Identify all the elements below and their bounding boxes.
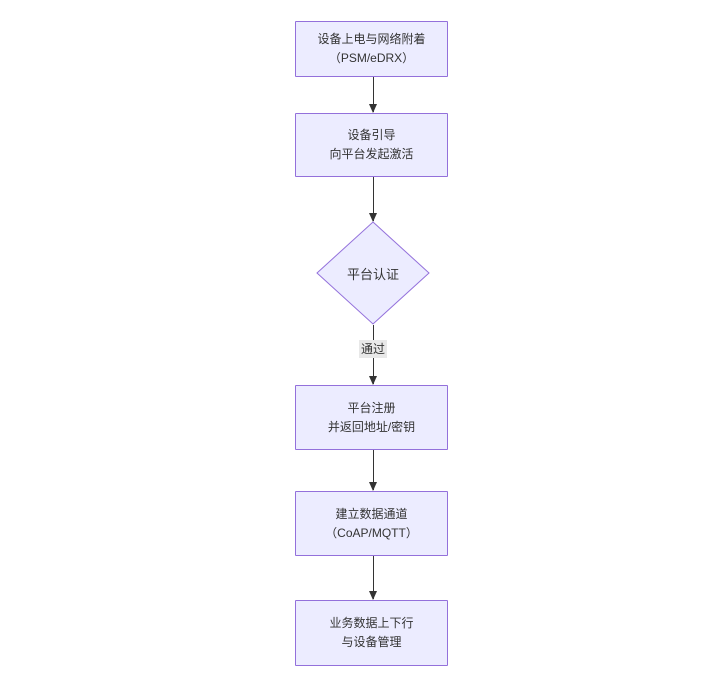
- node-text-line: 建立数据通道: [335, 506, 408, 521]
- node-text-line: （CoAP/MQTT）: [325, 525, 418, 540]
- arrow-line: [373, 177, 374, 221]
- flow-arrow-1: [363, 77, 384, 113]
- node-text-line: 设备引导: [347, 128, 396, 142]
- flow-node-business-data: 业务数据上下行 与设备管理: [295, 600, 448, 666]
- arrowhead-down-icon: [369, 482, 377, 491]
- flow-arrow-5: [363, 556, 384, 600]
- arrowhead-down-icon: [369, 104, 377, 113]
- arrow-line: [373, 556, 374, 599]
- node-text-line: 设备上电与网络附着: [317, 32, 426, 46]
- node-text-line: （PSM/eDRX）: [328, 51, 415, 65]
- decision-platform-auth: 平台认证: [316, 221, 430, 325]
- flow-node-device-bootstrap: 设备引导 向平台发起激活: [295, 113, 448, 177]
- arrowhead-down-icon: [369, 591, 377, 600]
- node-text-line: 平台认证: [346, 266, 399, 282]
- arrowhead-down-icon: [369, 376, 377, 385]
- node-text-line: 业务数据上下行: [329, 616, 414, 630]
- node-text-line: 并返回地址/密钥: [327, 419, 416, 434]
- arrow-line: [373, 450, 374, 490]
- arrow-line: [373, 77, 374, 112]
- flow-arrow-4: [363, 450, 384, 491]
- edge-label-pass: 通过: [358, 340, 388, 358]
- arrowhead-down-icon: [369, 213, 377, 222]
- node-text-line: 向平台发起激活: [329, 147, 414, 161]
- flow-node-power-network-attach: 设备上电与网络附着 （PSM/eDRX）: [295, 21, 448, 77]
- flow-node-platform-register: 平台注册 并返回地址/密钥: [295, 385, 448, 450]
- node-text-line: 平台注册: [347, 400, 396, 415]
- flow-node-data-channel: 建立数据通道 （CoAP/MQTT）: [295, 491, 448, 556]
- diamond-shape: [316, 221, 430, 325]
- flow-arrow-2: [363, 177, 384, 222]
- node-text-line: 与设备管理: [341, 635, 402, 649]
